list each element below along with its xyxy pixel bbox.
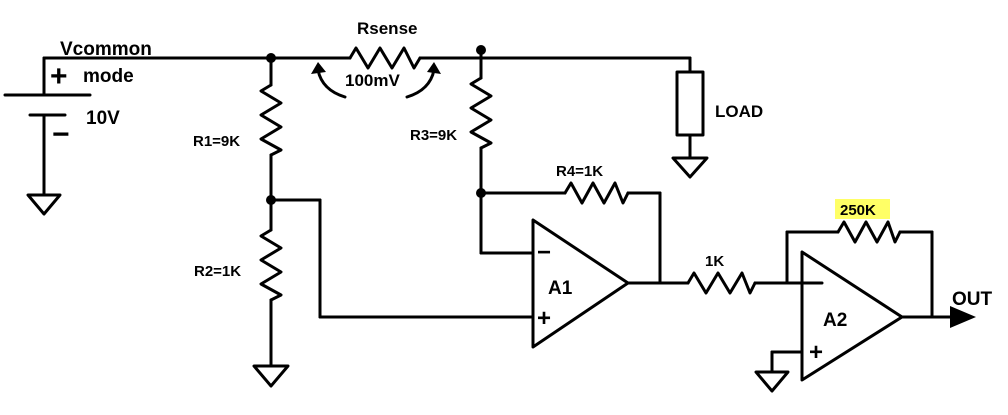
ground-symbol-battery xyxy=(26,193,62,216)
drop-arrow-right xyxy=(405,68,436,99)
source-plus-sign: + xyxy=(50,60,68,93)
r3-r4-wires xyxy=(479,48,662,285)
r1-label: R1=9K xyxy=(193,133,240,150)
arrowhead-right-icon xyxy=(427,62,441,74)
resistor-rsense xyxy=(348,46,422,70)
load-box xyxy=(675,70,705,137)
source-label-vcommon: Vcommon xyxy=(60,39,152,60)
junction-dot-r3-top xyxy=(476,45,486,55)
arrowhead-left-icon xyxy=(311,62,326,74)
drop-arrow-left xyxy=(316,68,347,99)
divider-wires xyxy=(269,56,535,368)
battery-source xyxy=(3,56,92,197)
resistor-r3 xyxy=(469,76,493,150)
resistor-r1 xyxy=(259,83,283,157)
ground-symbol-a2 xyxy=(754,370,790,393)
a1-plus-sign: + xyxy=(537,305,551,332)
source-label-mode: mode xyxy=(83,66,134,87)
a2-minus-sign: − xyxy=(809,270,823,297)
output-arrow-icon xyxy=(950,306,976,328)
opamp-a1 xyxy=(531,218,630,349)
junction-dot-divider-mid xyxy=(266,195,276,205)
resistor-1k xyxy=(686,271,757,295)
opamp-a2 xyxy=(800,250,904,382)
a1-label: A1 xyxy=(548,278,573,299)
ground-symbol-load xyxy=(671,156,709,179)
a2-label: A2 xyxy=(823,310,847,331)
a2-feedback-wires xyxy=(770,230,934,374)
resistor-r4 xyxy=(563,181,630,205)
a2-plus-sign: + xyxy=(809,339,823,366)
junction-dot-r3-r4 xyxy=(476,188,486,198)
rf2-highlight xyxy=(835,199,890,219)
r4-label: R4=1K xyxy=(556,163,603,180)
resistor-250k xyxy=(836,220,902,244)
output-label: OUT xyxy=(952,289,993,310)
ground-symbol-r2 xyxy=(252,364,290,388)
rsense-drop-label: 100mV xyxy=(345,71,400,90)
rf2-label: 250K xyxy=(840,202,876,219)
source-voltage: 10V xyxy=(86,108,120,129)
a1-minus-sign: − xyxy=(537,239,551,266)
load-label: LOAD xyxy=(715,102,763,121)
r2-label: R2=1K xyxy=(194,263,241,280)
top-rail-wire xyxy=(42,56,692,74)
junction-dot-r1-top xyxy=(266,53,276,63)
rsense-label: Rsense xyxy=(357,19,417,38)
rin2-label: 1K xyxy=(705,253,724,270)
r3-label: R3=9K xyxy=(410,127,457,144)
source-minus-sign: − xyxy=(52,118,70,151)
resistor-r2 xyxy=(259,228,283,302)
